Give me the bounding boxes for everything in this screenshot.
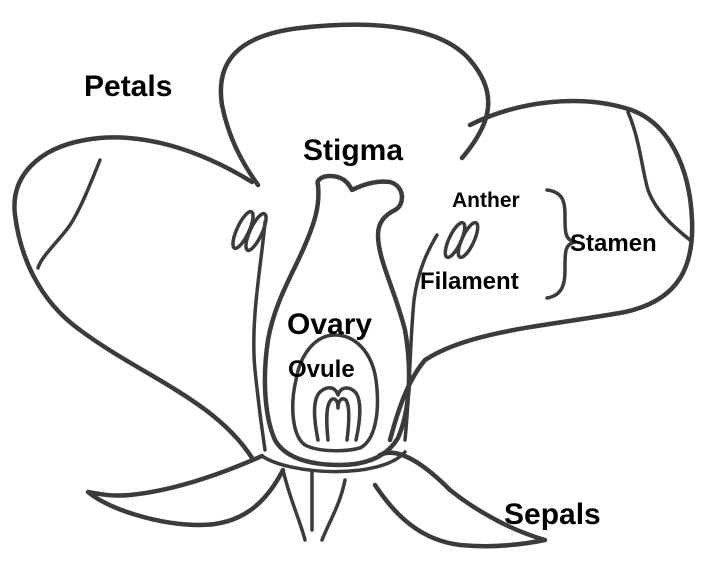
label-ovary: Ovary <box>287 310 372 340</box>
label-anther: Anther <box>452 190 520 211</box>
left-petal <box>14 137 252 458</box>
left-filament <box>254 222 265 450</box>
right-anther <box>442 220 482 260</box>
label-petals: Petals <box>84 72 172 102</box>
ovary-wall <box>293 335 378 451</box>
right-filament <box>405 235 437 440</box>
label-filament: Filament <box>420 270 519 294</box>
stem-left <box>283 470 305 540</box>
label-ovule: Ovule <box>288 358 355 382</box>
stem-right <box>322 480 345 540</box>
ovule-inner <box>327 399 349 440</box>
label-sepals: Sepals <box>504 500 601 530</box>
label-stamen: Stamen <box>570 232 657 256</box>
left-petal-fold <box>38 160 100 268</box>
label-stigma: Stigma <box>303 136 403 166</box>
left-sepal <box>88 456 283 525</box>
ovule-shape <box>315 388 360 440</box>
